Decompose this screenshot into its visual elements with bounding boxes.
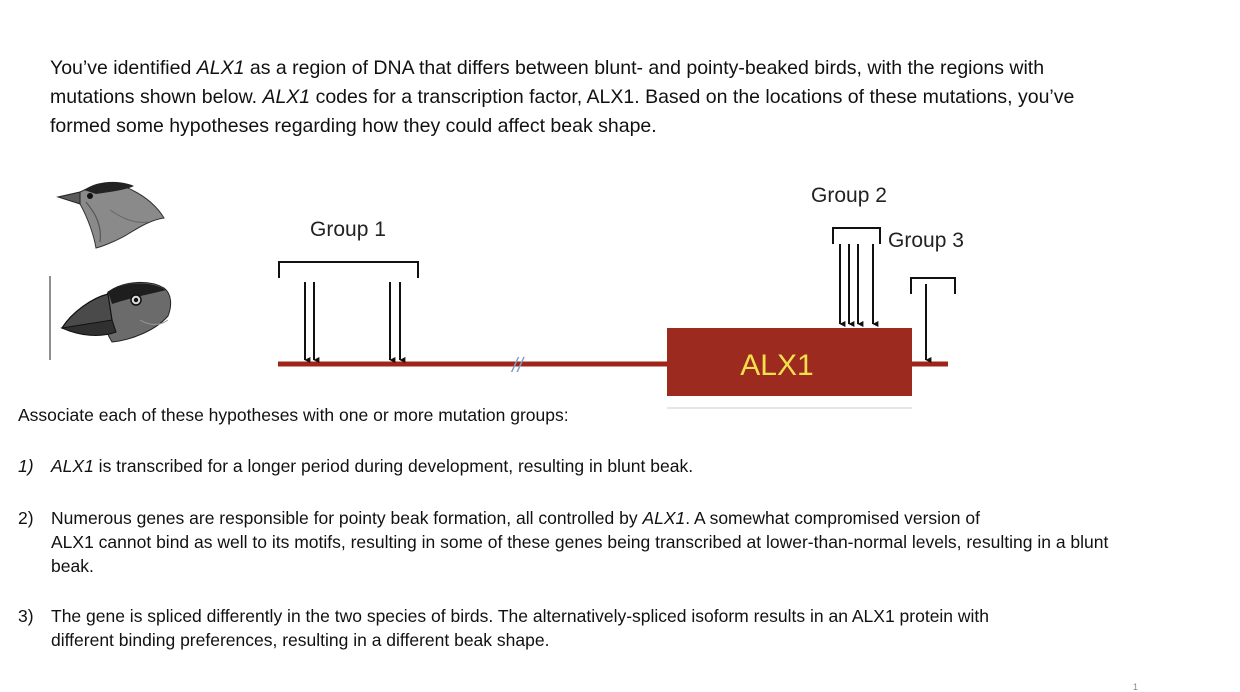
alx1-gene-box xyxy=(667,328,912,396)
group1-label: Group 1 xyxy=(310,218,386,241)
hypothesis-line: ALX1 cannot bind as well to its motifs, … xyxy=(51,532,1109,552)
group1-bracket xyxy=(278,261,419,278)
hypothesis-1: 1) ALX1 is transcribed for a longer peri… xyxy=(18,454,693,478)
hypothesis-3: 3) The gene is spliced differently in th… xyxy=(18,604,989,652)
hypothesis-text: The gene is spliced differently in the t… xyxy=(51,604,989,652)
blunt-beak-bird-illustration xyxy=(60,282,172,343)
hypothesis-line-segment: . A somewhat compromised version of xyxy=(685,508,980,528)
intro-text: You’ve identified xyxy=(50,57,197,79)
page-number: 1 xyxy=(1133,682,1139,692)
intro-text: codes for a transcription factor, ALX1. … xyxy=(310,86,1075,108)
hypothesis-line: is transcribed for a longer period durin… xyxy=(93,456,694,476)
gene-name-italic: ALX1 xyxy=(196,57,245,79)
hypothesis-number: 3) xyxy=(18,606,34,626)
hypothesis-number: 2) xyxy=(18,508,34,528)
association-prompt: Associate each of these hypotheses with … xyxy=(18,405,569,425)
hypothesis-line: different binding preferences, resulting… xyxy=(51,630,550,650)
hypothesis-number: 1) xyxy=(18,456,34,476)
group3-bracket xyxy=(910,277,956,294)
hypothesis-text: ALX1 is transcribed for a longer period … xyxy=(51,454,693,478)
hypothesis-text: Numerous genes are responsible for point… xyxy=(51,506,1108,578)
intro-line-2: mutations shown below. ALX1 codes for a … xyxy=(50,83,1210,112)
pointy-beak-bird-illustration xyxy=(56,181,165,249)
group2-arrows xyxy=(839,244,879,327)
group1-arrows xyxy=(304,282,406,363)
intro-text: mutations shown below. xyxy=(50,86,263,108)
group2-bracket xyxy=(832,227,881,244)
alx1-mutation-diagram: // ALX1 Group 1 Group 2 Group 3 xyxy=(49,181,964,409)
gene-name-italic: ALX1 xyxy=(642,508,686,528)
hypothesis-line-segment: Numerous genes are responsible for point… xyxy=(51,508,643,528)
dna-break-mark: // xyxy=(510,355,526,377)
gene-name-italic: ALX1 xyxy=(51,456,94,476)
intro-line-1: You’ve identified ALX1 as a region of DN… xyxy=(50,54,1210,83)
alx1-gene-label: ALX1 xyxy=(740,349,813,382)
hypothesis-line: Numerous genes are responsible for point… xyxy=(51,506,1108,530)
intro-text: as a region of DNA that differs between … xyxy=(244,57,1045,79)
hypothesis-line: beak. xyxy=(51,556,94,576)
group2-label: Group 2 xyxy=(811,184,887,207)
group3-label: Group 3 xyxy=(888,229,964,252)
intro-paragraph: You’ve identified ALX1 as a region of DN… xyxy=(50,54,1210,141)
intro-line-3: formed some hypotheses regarding how the… xyxy=(50,115,657,137)
gene-name-italic: ALX1 xyxy=(262,86,311,108)
hypothesis-line: The gene is spliced differently in the t… xyxy=(51,606,990,626)
hypothesis-2: 2) Numerous genes are responsible for po… xyxy=(18,506,1108,578)
